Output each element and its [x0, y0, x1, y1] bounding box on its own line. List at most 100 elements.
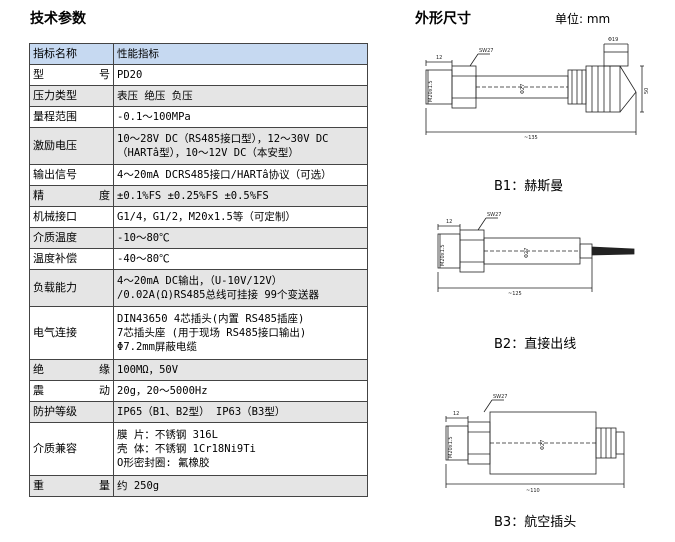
b3-dim-left: 12 [453, 411, 459, 417]
spec-value-line: 4～20mA DC输出，（U-10V/12V） [117, 275, 283, 287]
spec-value-line: 表压 绝压 负压 [117, 90, 193, 102]
spec-value: -0.1～100MPa [113, 106, 368, 128]
drawing-b3: 12 SW27 M20x1.5 Φ27 ~110 [445, 394, 625, 494]
spec-value-line: -0.1～100MPa [117, 111, 191, 123]
b2-dim-dia: Φ27 [524, 248, 530, 258]
b1-hex [451, 65, 477, 109]
b1-dim-left: 12 [436, 55, 442, 61]
spec-value: 表压 绝压 负压 [113, 85, 368, 107]
spec-value: 约 250g [113, 475, 368, 497]
spec-key: 输出信号 [29, 164, 114, 186]
b3-dim-length: ~110 [526, 488, 540, 494]
unit-label: 单位: mm [555, 12, 611, 26]
spec-value-line: G1/4，G1/2，M20x1.5等（可定制） [117, 211, 296, 223]
spec-value-line: 壳 体：不锈钢 1Cr18Ni9Ti [117, 443, 256, 455]
header-value: 性能指标 [113, 43, 368, 65]
spec-key: 防护等级 [29, 401, 114, 423]
spec-row: 精度±0.1%FS ±0.25%FS ±0.5%FS [29, 185, 368, 207]
spec-value-line: 约 250g [117, 480, 160, 492]
spec-row: 重量约 250g [29, 475, 368, 497]
b3-dim-wrench: SW27 [493, 394, 507, 400]
spec-value-line: 100MΩ，50V [117, 364, 179, 376]
spec-value-line: 膜 片：不锈钢 316L [117, 429, 218, 441]
spec-row: 压力类型表压 绝压 负压 [29, 85, 368, 107]
b2-hex [459, 229, 485, 273]
spec-key: 介质温度 [29, 227, 114, 249]
spec-value: 4～20mA DCRS485接口/HARTâ协议（可选） [113, 164, 368, 186]
spec-section-title: 技术参数 [30, 11, 86, 27]
b1-dim-wrench: SW27 [479, 48, 493, 54]
spec-key: 负载能力 [29, 269, 114, 307]
b1-dim-top: Φ19 [608, 37, 618, 43]
spec-value-line: -40～80℃ [117, 253, 170, 265]
spec-value: 10～28V DC（RS485接口型），12～30V DC （HARTâ型），10… [113, 127, 368, 165]
b2-dim-thread: M20x1.5 [440, 244, 446, 266]
b2-dim-length: ~125 [508, 291, 522, 297]
spec-value-line: IP65（B1、B2型） IP63（B3型） [117, 406, 286, 418]
b2-dim-left: 12 [446, 219, 452, 225]
spec-value: -40～80℃ [113, 248, 368, 270]
spec-value-line: /0.02A(Ω)RS485总线可挂接 99个变送器 [117, 289, 319, 301]
spec-value: -10～80℃ [113, 227, 368, 249]
spec-value: G1/4，G1/2，M20x1.5等（可定制） [113, 206, 368, 228]
b1-dim-dia: Φ27 [520, 84, 526, 94]
spec-value: 100MΩ，50V [113, 359, 368, 381]
spec-key: 激励电压 [29, 127, 114, 165]
spec-key: 型号 [29, 64, 114, 86]
caption-b2: B2：直接出线 [494, 337, 577, 352]
spec-key: 量程范围 [29, 106, 114, 128]
drawing-b2: 12 SW27 M20x1.5 Φ27 ~125 [437, 212, 635, 297]
spec-key: 温度补偿 [29, 248, 114, 270]
b2-cable [591, 246, 635, 256]
spec-value-line: ±0.1%FS ±0.25%FS ±0.5%FS [117, 190, 269, 202]
spec-value-line: Φ7.2mm屏蔽电缆 [117, 341, 197, 353]
spec-key: 电气连接 [29, 306, 114, 360]
spec-row: 温度补偿-40～80℃ [29, 248, 368, 270]
b1-dim-thread: M20x1.5 [428, 80, 434, 102]
spec-value-line: DIN43650 4芯插头(内置 RS485插座) [117, 313, 305, 325]
header-key: 指标名称 [29, 43, 114, 65]
spec-table-header: 指标名称 性能指标 [29, 43, 368, 65]
spec-value-line: 20g，20～5000Hz [117, 385, 208, 397]
b1-dim-height: 50 [644, 88, 650, 94]
spec-key: 机械接口 [29, 206, 114, 228]
spec-value: DIN43650 4芯插头(内置 RS485插座) 7芯插头座 (用于现场 RS4… [113, 306, 368, 360]
spec-value: 20g，20～5000Hz [113, 380, 368, 402]
caption-b1: B1：赫斯曼 [494, 179, 564, 194]
spec-key: 压力类型 [29, 85, 114, 107]
b2-dim-wrench: SW27 [487, 212, 501, 218]
caption-b3: B3：航空插头 [494, 515, 577, 530]
spec-value-line: （HARTâ型），10～12V DC（本安型） [117, 147, 299, 159]
drawing-b1: Φ19 12 SW27 M20x1.5 Φ27 50 ~135 [425, 37, 650, 141]
spec-key: 重量 [29, 475, 114, 497]
b3-dim-thread: M20x1.5 [448, 436, 454, 458]
spec-value-line: 7芯插头座 (用于现场 RS485接口输出) [117, 327, 307, 339]
spec-key: 震动 [29, 380, 114, 402]
spec-value-line: -10～80℃ [117, 232, 170, 244]
spec-value: IP65（B1、B2型） IP63（B3型） [113, 401, 368, 423]
spec-key: 绝缘 [29, 359, 114, 381]
spec-key: 介质兼容 [29, 422, 114, 476]
b3-hex [467, 421, 491, 465]
spec-value: PD20 [113, 64, 368, 86]
spec-row: 量程范围-0.1～100MPa [29, 106, 368, 128]
spec-value-line: PD20 [117, 69, 143, 81]
spec-key: 精度 [29, 185, 114, 207]
b1-connector [585, 65, 621, 113]
b3-dim-dia: Φ27 [540, 440, 546, 450]
spec-row: 介质温度-10～80℃ [29, 227, 368, 249]
spec-value-line: 10～28V DC（RS485接口型），12～30V DC [117, 133, 329, 145]
spec-value-line: 4～20mA DCRS485接口/HARTâ协议（可选） [117, 169, 332, 181]
